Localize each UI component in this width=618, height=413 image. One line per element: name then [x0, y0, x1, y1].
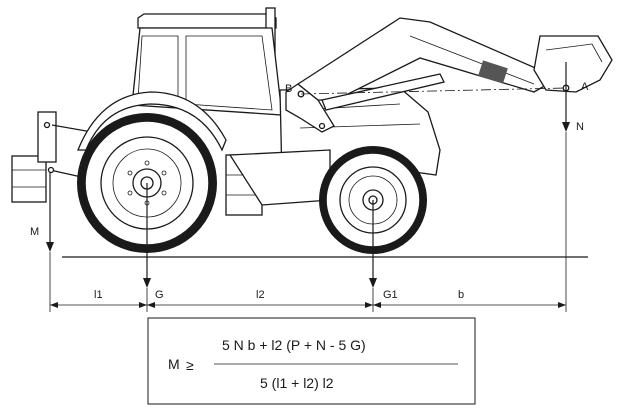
formula-relation: ≥: [186, 357, 194, 373]
dimension-line: [50, 302, 566, 308]
front-axle-load-arrow: [369, 200, 377, 312]
rear-hitch: [11, 111, 96, 203]
formula-lhs: M: [168, 356, 180, 372]
point-a-label: A: [581, 81, 589, 93]
dimension-l1-label: l1: [94, 289, 103, 301]
dimension-b-label: b: [458, 289, 464, 301]
formula-numerator: 5 N b + l2 (P + N - 5 G): [222, 337, 366, 353]
force-m-arrow: [46, 172, 54, 312]
formula-denominator: 5 (l1 + l2) l2: [260, 375, 334, 391]
front-loader: [285, 17, 613, 133]
rear-axle-load-arrow: [143, 183, 151, 312]
dimension-l2-label: l2: [256, 289, 265, 301]
formula-box: [147, 317, 476, 405]
point-b-label: B: [285, 83, 292, 95]
force-n-arrow: [562, 62, 570, 312]
dimension-g-label: G: [155, 289, 164, 301]
force-m-label: M: [30, 226, 39, 238]
dimension-g1-label: G1: [383, 289, 398, 301]
force-n-label: N: [576, 121, 584, 133]
